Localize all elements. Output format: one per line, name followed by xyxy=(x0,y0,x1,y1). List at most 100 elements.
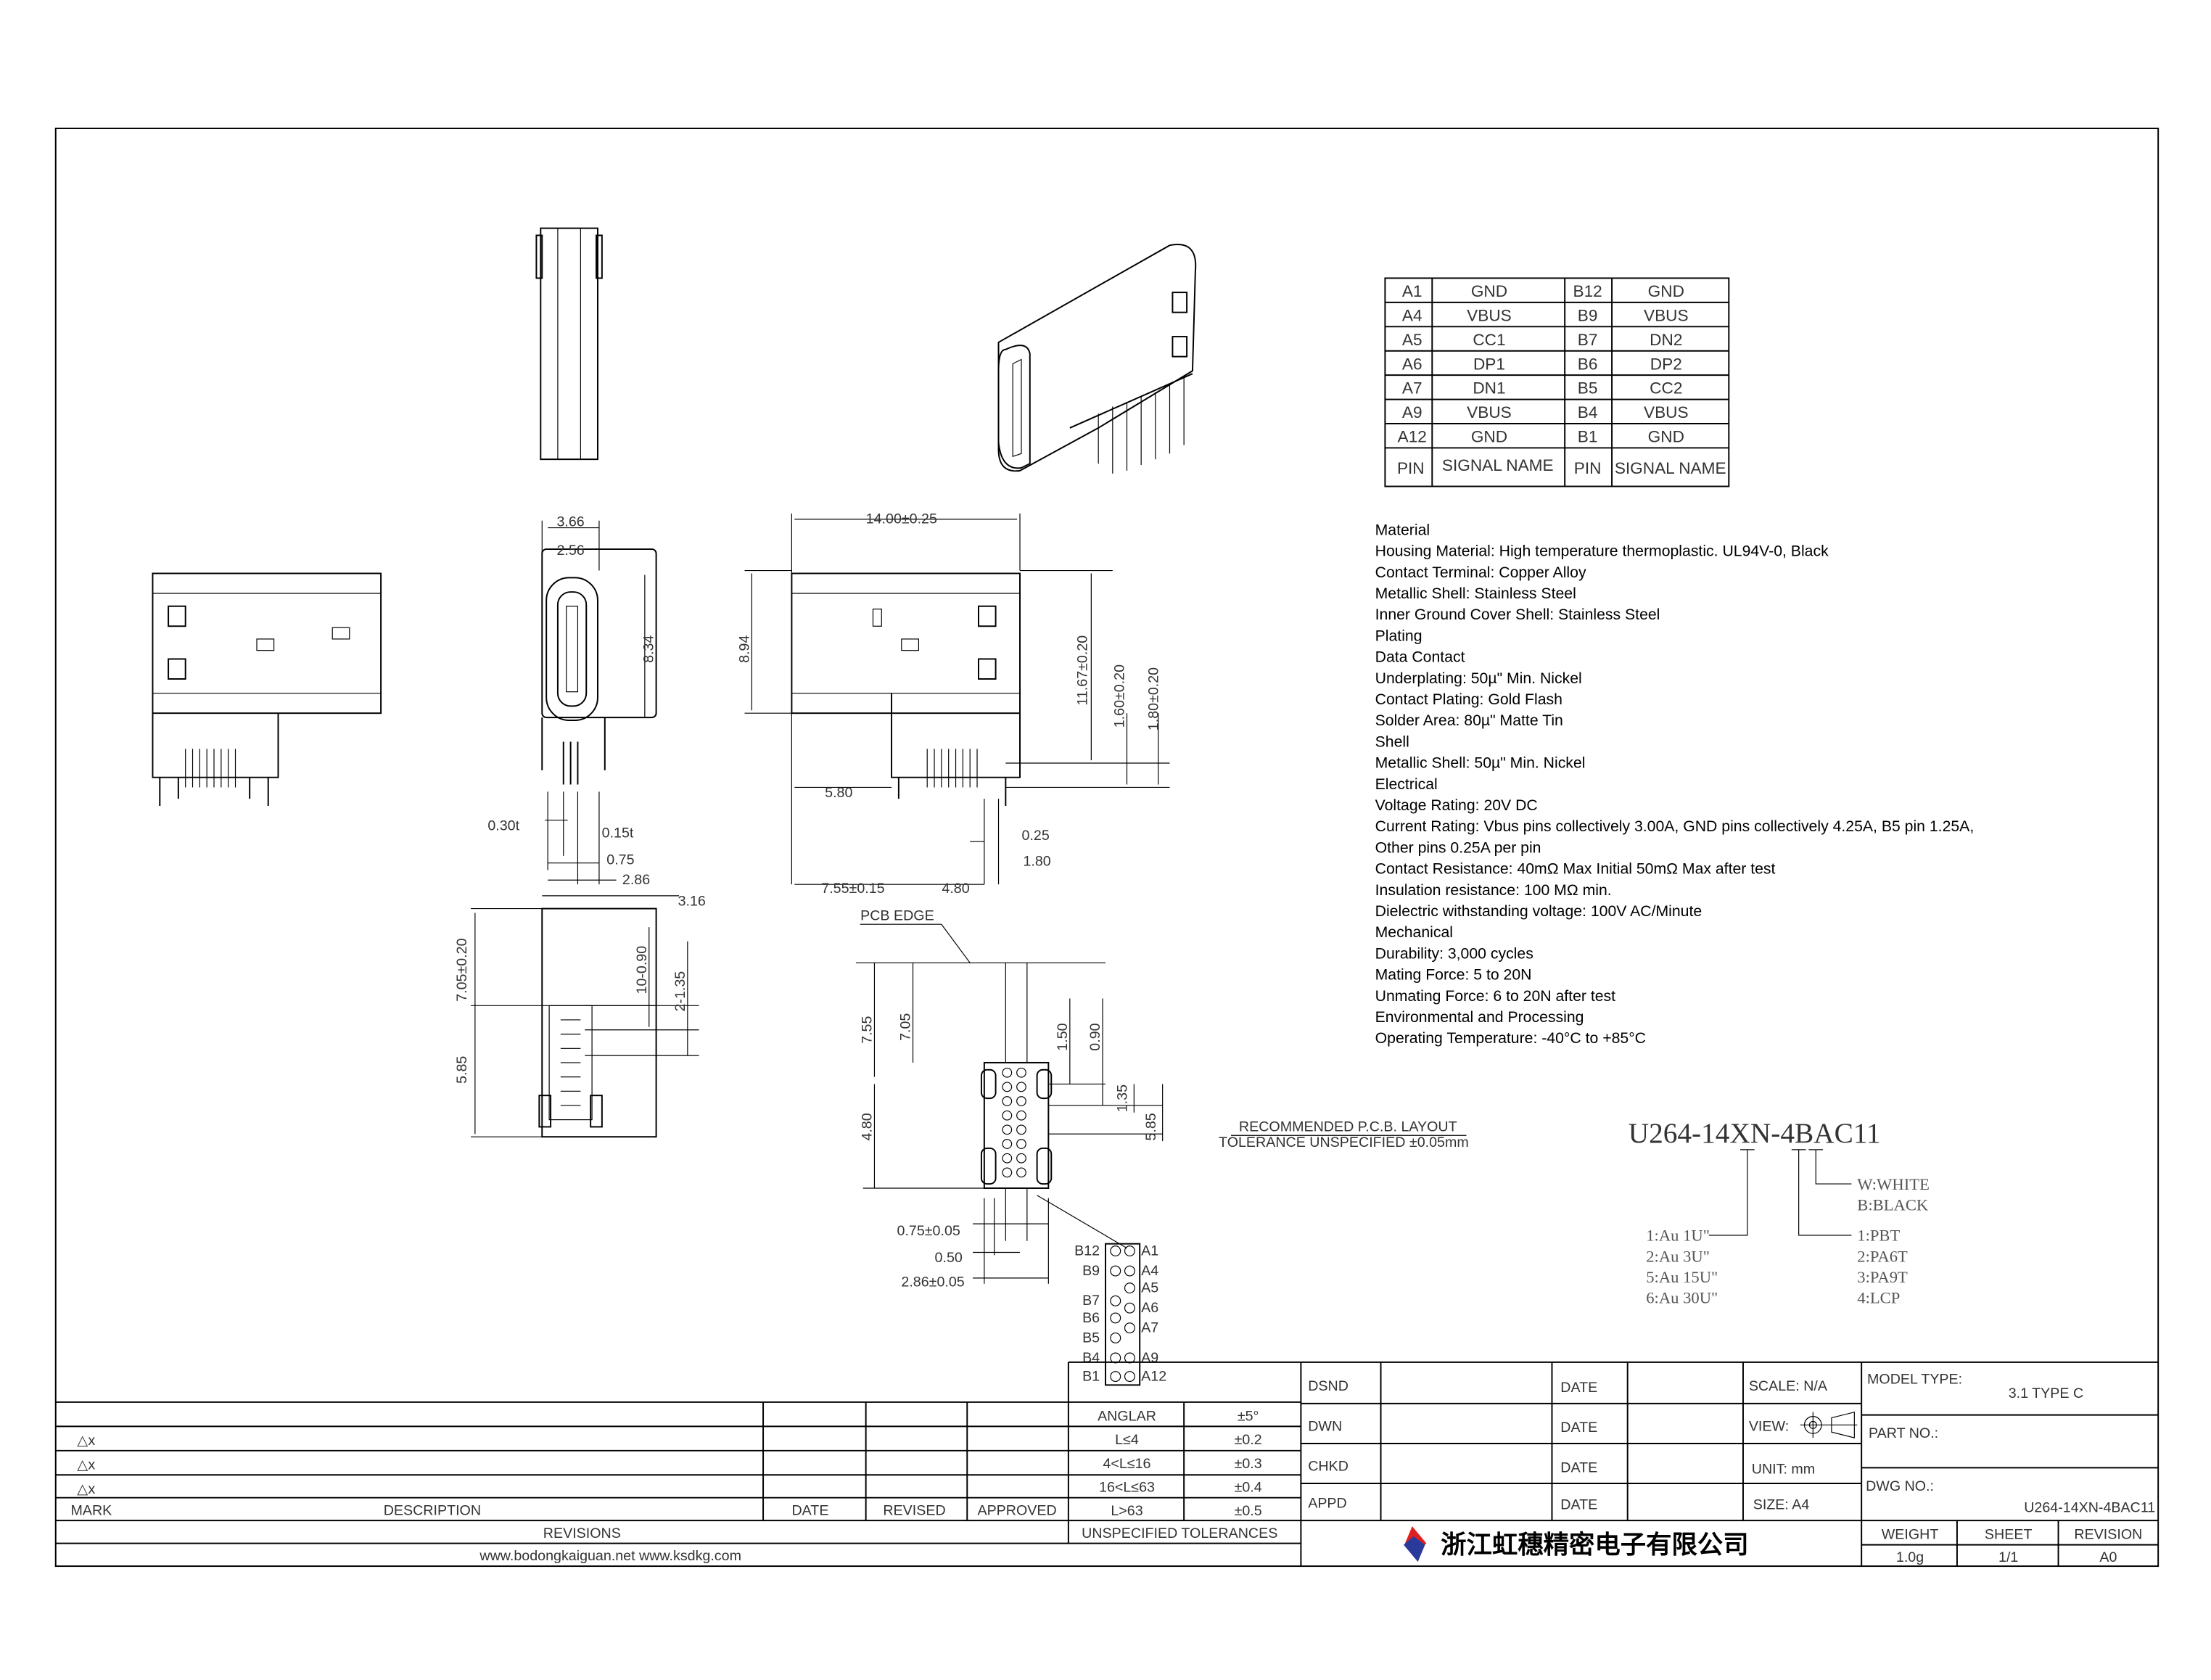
pad-label: B5 xyxy=(1082,1330,1100,1346)
signal-cell: DP1 xyxy=(1473,355,1505,373)
pcb-hole xyxy=(1002,1124,1013,1135)
side-view xyxy=(535,227,603,461)
spec-line: Dielectric withstanding voltage: 100V AC… xyxy=(1375,903,1702,920)
drawing-border xyxy=(54,127,2159,1568)
dimension-label: 0.50 xyxy=(935,1250,963,1266)
pad-circle xyxy=(1110,1312,1121,1324)
tolerance-value: ±0.3 xyxy=(1235,1456,1262,1472)
date-label: DATE xyxy=(1560,1380,1597,1396)
model-type-label: MODEL TYPE: xyxy=(1867,1371,1962,1387)
pin-cell: A9 xyxy=(1402,403,1422,421)
dimension-label: 1.35 xyxy=(1114,1084,1130,1112)
spec-line: Voltage Rating: 20V DC xyxy=(1375,797,1538,814)
dimension-label: 2.86 xyxy=(622,872,650,888)
date-label: DATE xyxy=(1560,1496,1597,1512)
pcb-hole xyxy=(1002,1167,1013,1178)
dimension-label: 10-0.90 xyxy=(634,946,650,995)
pcb-hole xyxy=(1016,1153,1026,1164)
pad-circle xyxy=(1124,1371,1135,1383)
revision-mark: △x xyxy=(77,1457,95,1473)
dimension-label: 7.05±0.20 xyxy=(454,938,470,1001)
material-option: 1:PBT xyxy=(1857,1227,1900,1245)
dimension-label: 4.80 xyxy=(860,1113,876,1140)
dimension-label: 7.05 xyxy=(898,1013,914,1041)
isometric-view xyxy=(997,244,1197,474)
pcb-hole xyxy=(1016,1096,1026,1106)
spec-line: Mating Force: 5 to 20N xyxy=(1375,967,1532,984)
material-option: 3:PA9T xyxy=(1857,1268,1908,1286)
role-label: DSND xyxy=(1308,1378,1349,1394)
revision-header: DATE xyxy=(791,1502,828,1518)
sheet-label: SHEET xyxy=(1985,1527,2033,1543)
pad-label: A6 xyxy=(1141,1300,1158,1316)
pad-label: B6 xyxy=(1082,1310,1100,1326)
dimension-label: 5.85 xyxy=(454,1056,470,1084)
pcb-hole xyxy=(1002,1096,1013,1106)
pin-cell: A5 xyxy=(1402,331,1422,349)
plating-option: 5:Au 15U" xyxy=(1646,1268,1718,1286)
spec-line: Contact Terminal: Copper Alloy xyxy=(1375,564,1586,581)
tolerance-value: ±0.5 xyxy=(1235,1503,1262,1519)
revision-mark: △x xyxy=(77,1481,95,1497)
tolerance-range: L≤4 xyxy=(1115,1432,1139,1448)
tolerance-value: ±0.2 xyxy=(1235,1432,1262,1448)
spec-line: Contact Plating: Gold Flash xyxy=(1375,691,1562,708)
pad-circle xyxy=(1124,1322,1135,1334)
revision-mark: △x xyxy=(77,1433,95,1449)
dimension-label: 0.90 xyxy=(1087,1023,1103,1050)
dimension-label: 2-1.35 xyxy=(672,971,688,1012)
dimension-label: 2.86±0.05 xyxy=(901,1275,964,1290)
pcb-note-tolerance: TOLERANCE UNSPECIFIED ±0.05mm xyxy=(1219,1135,1469,1150)
part-no-label: PART NO.: xyxy=(1869,1425,1938,1441)
signal-cell: CC2 xyxy=(1650,379,1682,398)
dimension-label: 0.15t xyxy=(602,825,634,841)
right-view xyxy=(744,513,1170,885)
dimension-label: 7.55±0.15 xyxy=(821,881,884,897)
company-logo xyxy=(1403,1526,1427,1562)
pad-label: B7 xyxy=(1082,1293,1100,1309)
dimension-label: 3.66 xyxy=(556,514,584,530)
role-label: APPD xyxy=(1308,1495,1347,1511)
tolerance-range: 4<L≤16 xyxy=(1103,1456,1150,1472)
dimension-label: 7.55 xyxy=(860,1016,876,1044)
spec-line: Inner Ground Cover Shell: Stainless Stee… xyxy=(1375,606,1660,623)
pad-detail-box xyxy=(1105,1243,1141,1386)
pcb-hole xyxy=(1016,1167,1026,1178)
spec-line: Current Rating: Vbus pins collectively 3… xyxy=(1375,818,1975,835)
signal-cell: GND xyxy=(1648,428,1684,446)
pad-circle xyxy=(1110,1245,1121,1256)
pad-circle xyxy=(1124,1245,1135,1256)
spec-line: Electrical xyxy=(1375,776,1438,793)
pcb-hole xyxy=(1016,1124,1026,1135)
signal-header: SIGNAL NAME xyxy=(1615,459,1726,477)
dimension-label: 4.80 xyxy=(942,881,969,897)
view-label: VIEW: xyxy=(1749,1418,1789,1434)
weight-label: WEIGHT xyxy=(1882,1527,1939,1543)
dimension-label: 1.60±0.20 xyxy=(1112,664,1128,728)
dimension-label: 0.75 xyxy=(606,852,634,868)
pad-circle xyxy=(1124,1302,1135,1314)
spec-line: Underplating: 50µ" Min. Nickel xyxy=(1375,670,1582,687)
pin-header: PIN xyxy=(1574,459,1602,477)
pcb-hole xyxy=(1016,1067,1026,1078)
revision-header: REVISED xyxy=(883,1502,945,1518)
pcb-hole xyxy=(1002,1139,1013,1149)
pin-cell: B4 xyxy=(1578,403,1598,421)
size-label: SIZE: A4 xyxy=(1753,1496,1810,1512)
pad-circle xyxy=(1124,1282,1135,1294)
dimension-label: 5.80 xyxy=(825,785,852,801)
pcb-layout-note: RECOMMENDED P.C.B. LAYOUT TOLERANCE UNSP… xyxy=(1219,1119,1469,1150)
pad-circle xyxy=(1110,1265,1121,1277)
revision-value: A0 xyxy=(2099,1549,2117,1565)
pcb-hole xyxy=(1016,1139,1026,1149)
spec-line: Durability: 3,000 cycles xyxy=(1375,945,1533,962)
tolerances-label: UNSPECIFIED TOLERANCES xyxy=(1082,1525,1277,1541)
plating-option: 1:Au 1U" xyxy=(1646,1227,1710,1245)
pcb-hole xyxy=(1002,1082,1013,1092)
dwg-no-label: DWG NO.: xyxy=(1866,1478,1934,1494)
